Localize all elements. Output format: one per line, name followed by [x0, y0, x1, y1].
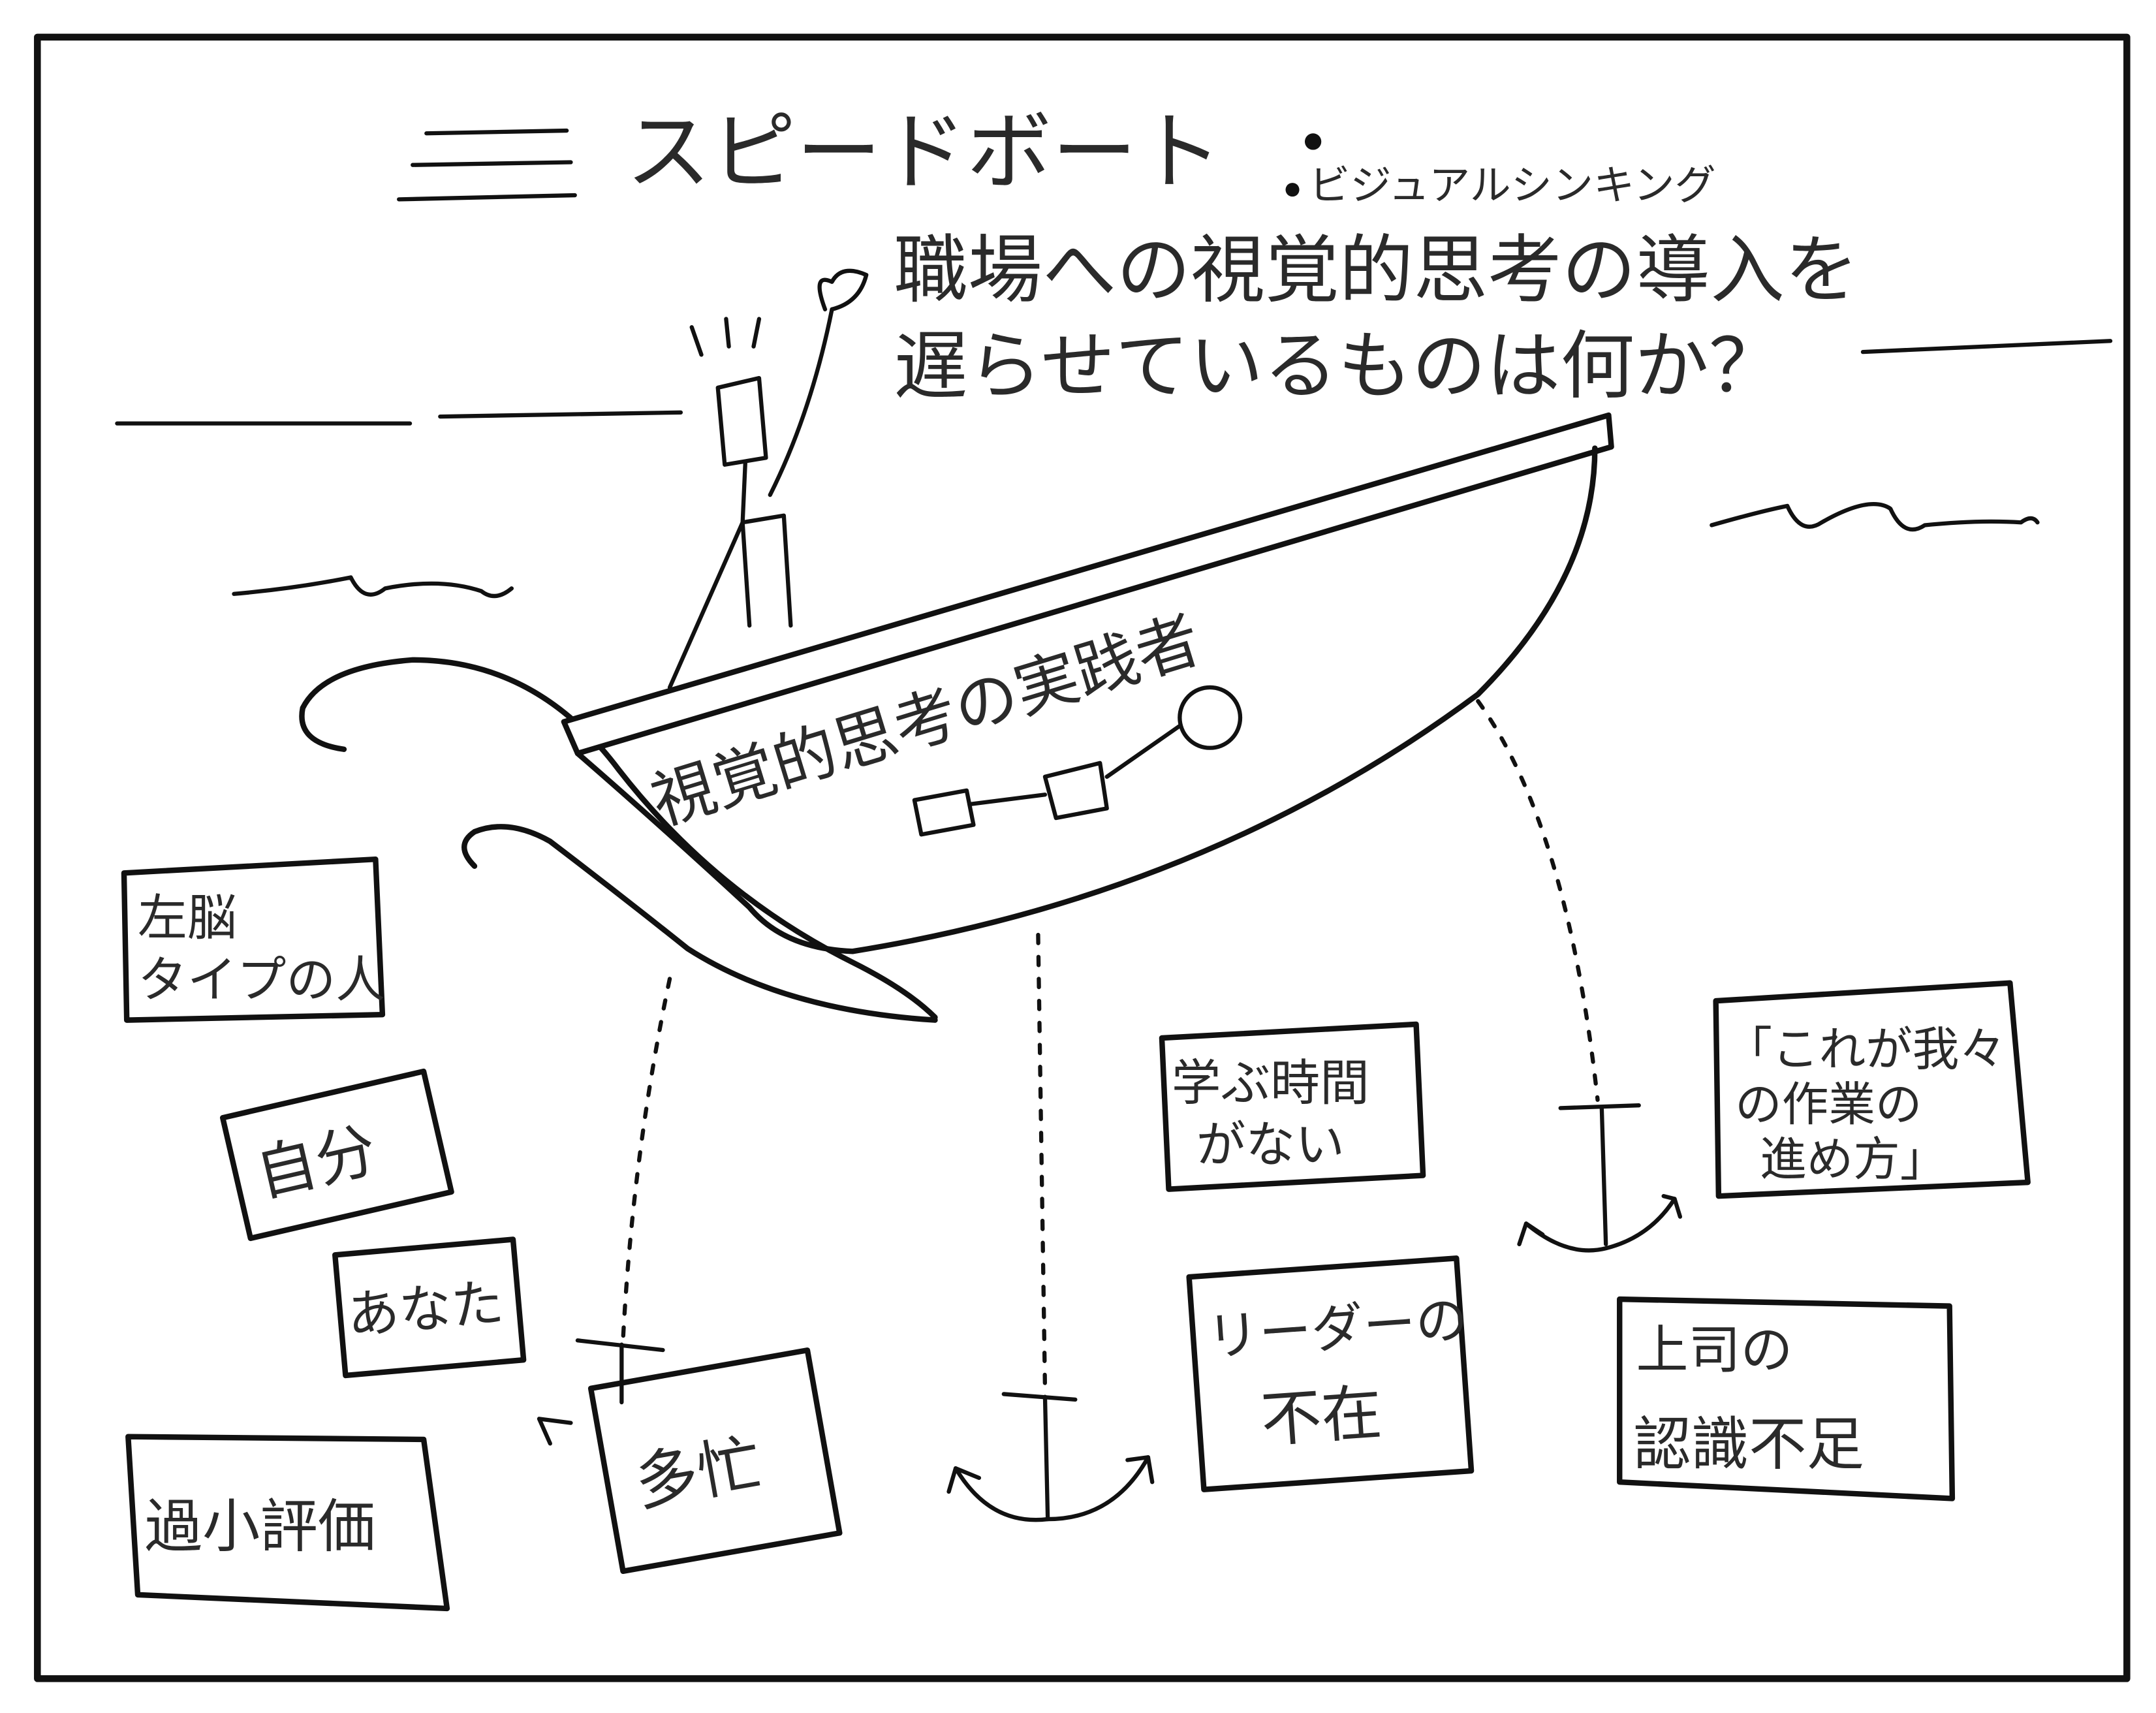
anchor-box: あなた — [332, 1236, 527, 1379]
person-figure-icon — [667, 268, 869, 690]
page-title: スピードボート — [626, 102, 1223, 202]
wave-icon — [232, 502, 2040, 599]
outer-frame — [34, 33, 2131, 1682]
svg-text:「これが我々: 「これが我々 — [1725, 1022, 2006, 1077]
title-lines-icon — [397, 128, 577, 202]
svg-text:不在: 不在 — [1258, 1377, 1384, 1456]
anchor-chain-center — [946, 932, 1155, 1522]
svg-text:多忙: 多忙 — [629, 1426, 766, 1520]
porthole-icon — [912, 685, 1243, 837]
horizon-lines — [115, 339, 2113, 426]
svg-text:進め方」: 進め方」 — [1760, 1133, 1946, 1187]
svg-text:学ぶ時間: 学ぶ時間 — [1172, 1054, 1369, 1112]
svg-text:過小評価: 過小評価 — [145, 1493, 376, 1560]
svg-text:上司の: 上司の — [1636, 1319, 1793, 1380]
bullet-dot — [1304, 133, 1322, 150]
anchor-box: 多忙 — [587, 1347, 843, 1575]
question-line-1: 職場への視覚的思考の導入を — [894, 227, 1858, 313]
svg-text:あなた: あなた — [345, 1272, 506, 1346]
anchor-box: リーダーの 不在 — [1186, 1255, 1475, 1492]
svg-text:認識不足: 認識不足 — [1633, 1411, 1864, 1478]
anchor-box: 自分 — [219, 1068, 454, 1242]
svg-text:の作業の: の作業の — [1735, 1077, 1922, 1131]
boat-icon — [561, 412, 1614, 954]
svg-text:タイプの人: タイプの人 — [138, 951, 385, 1009]
svg-text:左脳: 左脳 — [138, 889, 237, 947]
anchor-box: 「これが我々 の作業の 進め方」 — [1713, 980, 2031, 1199]
subtitle: ビジュアルシンキング — [1309, 161, 1715, 209]
anchor-box: 学ぶ時間 がない — [1159, 1021, 1426, 1192]
anchor-box: 過小評価 — [125, 1434, 450, 1612]
bullet-dot — [1285, 183, 1300, 197]
svg-text:リーダーの: リーダーの — [1205, 1289, 1470, 1368]
anchor-box: 上司の 認識不足 — [1617, 1296, 1956, 1501]
question-line-2: 遅らせているものは何か？ — [894, 322, 1783, 409]
svg-text:自分: 自分 — [249, 1114, 383, 1210]
anchor-box: 左脳 タイプの人 — [121, 856, 386, 1023]
anchor-chain-right — [1476, 699, 1683, 1253]
svg-text:がない: がない — [1196, 1116, 1345, 1174]
anchor-chain-left — [537, 977, 672, 1446]
